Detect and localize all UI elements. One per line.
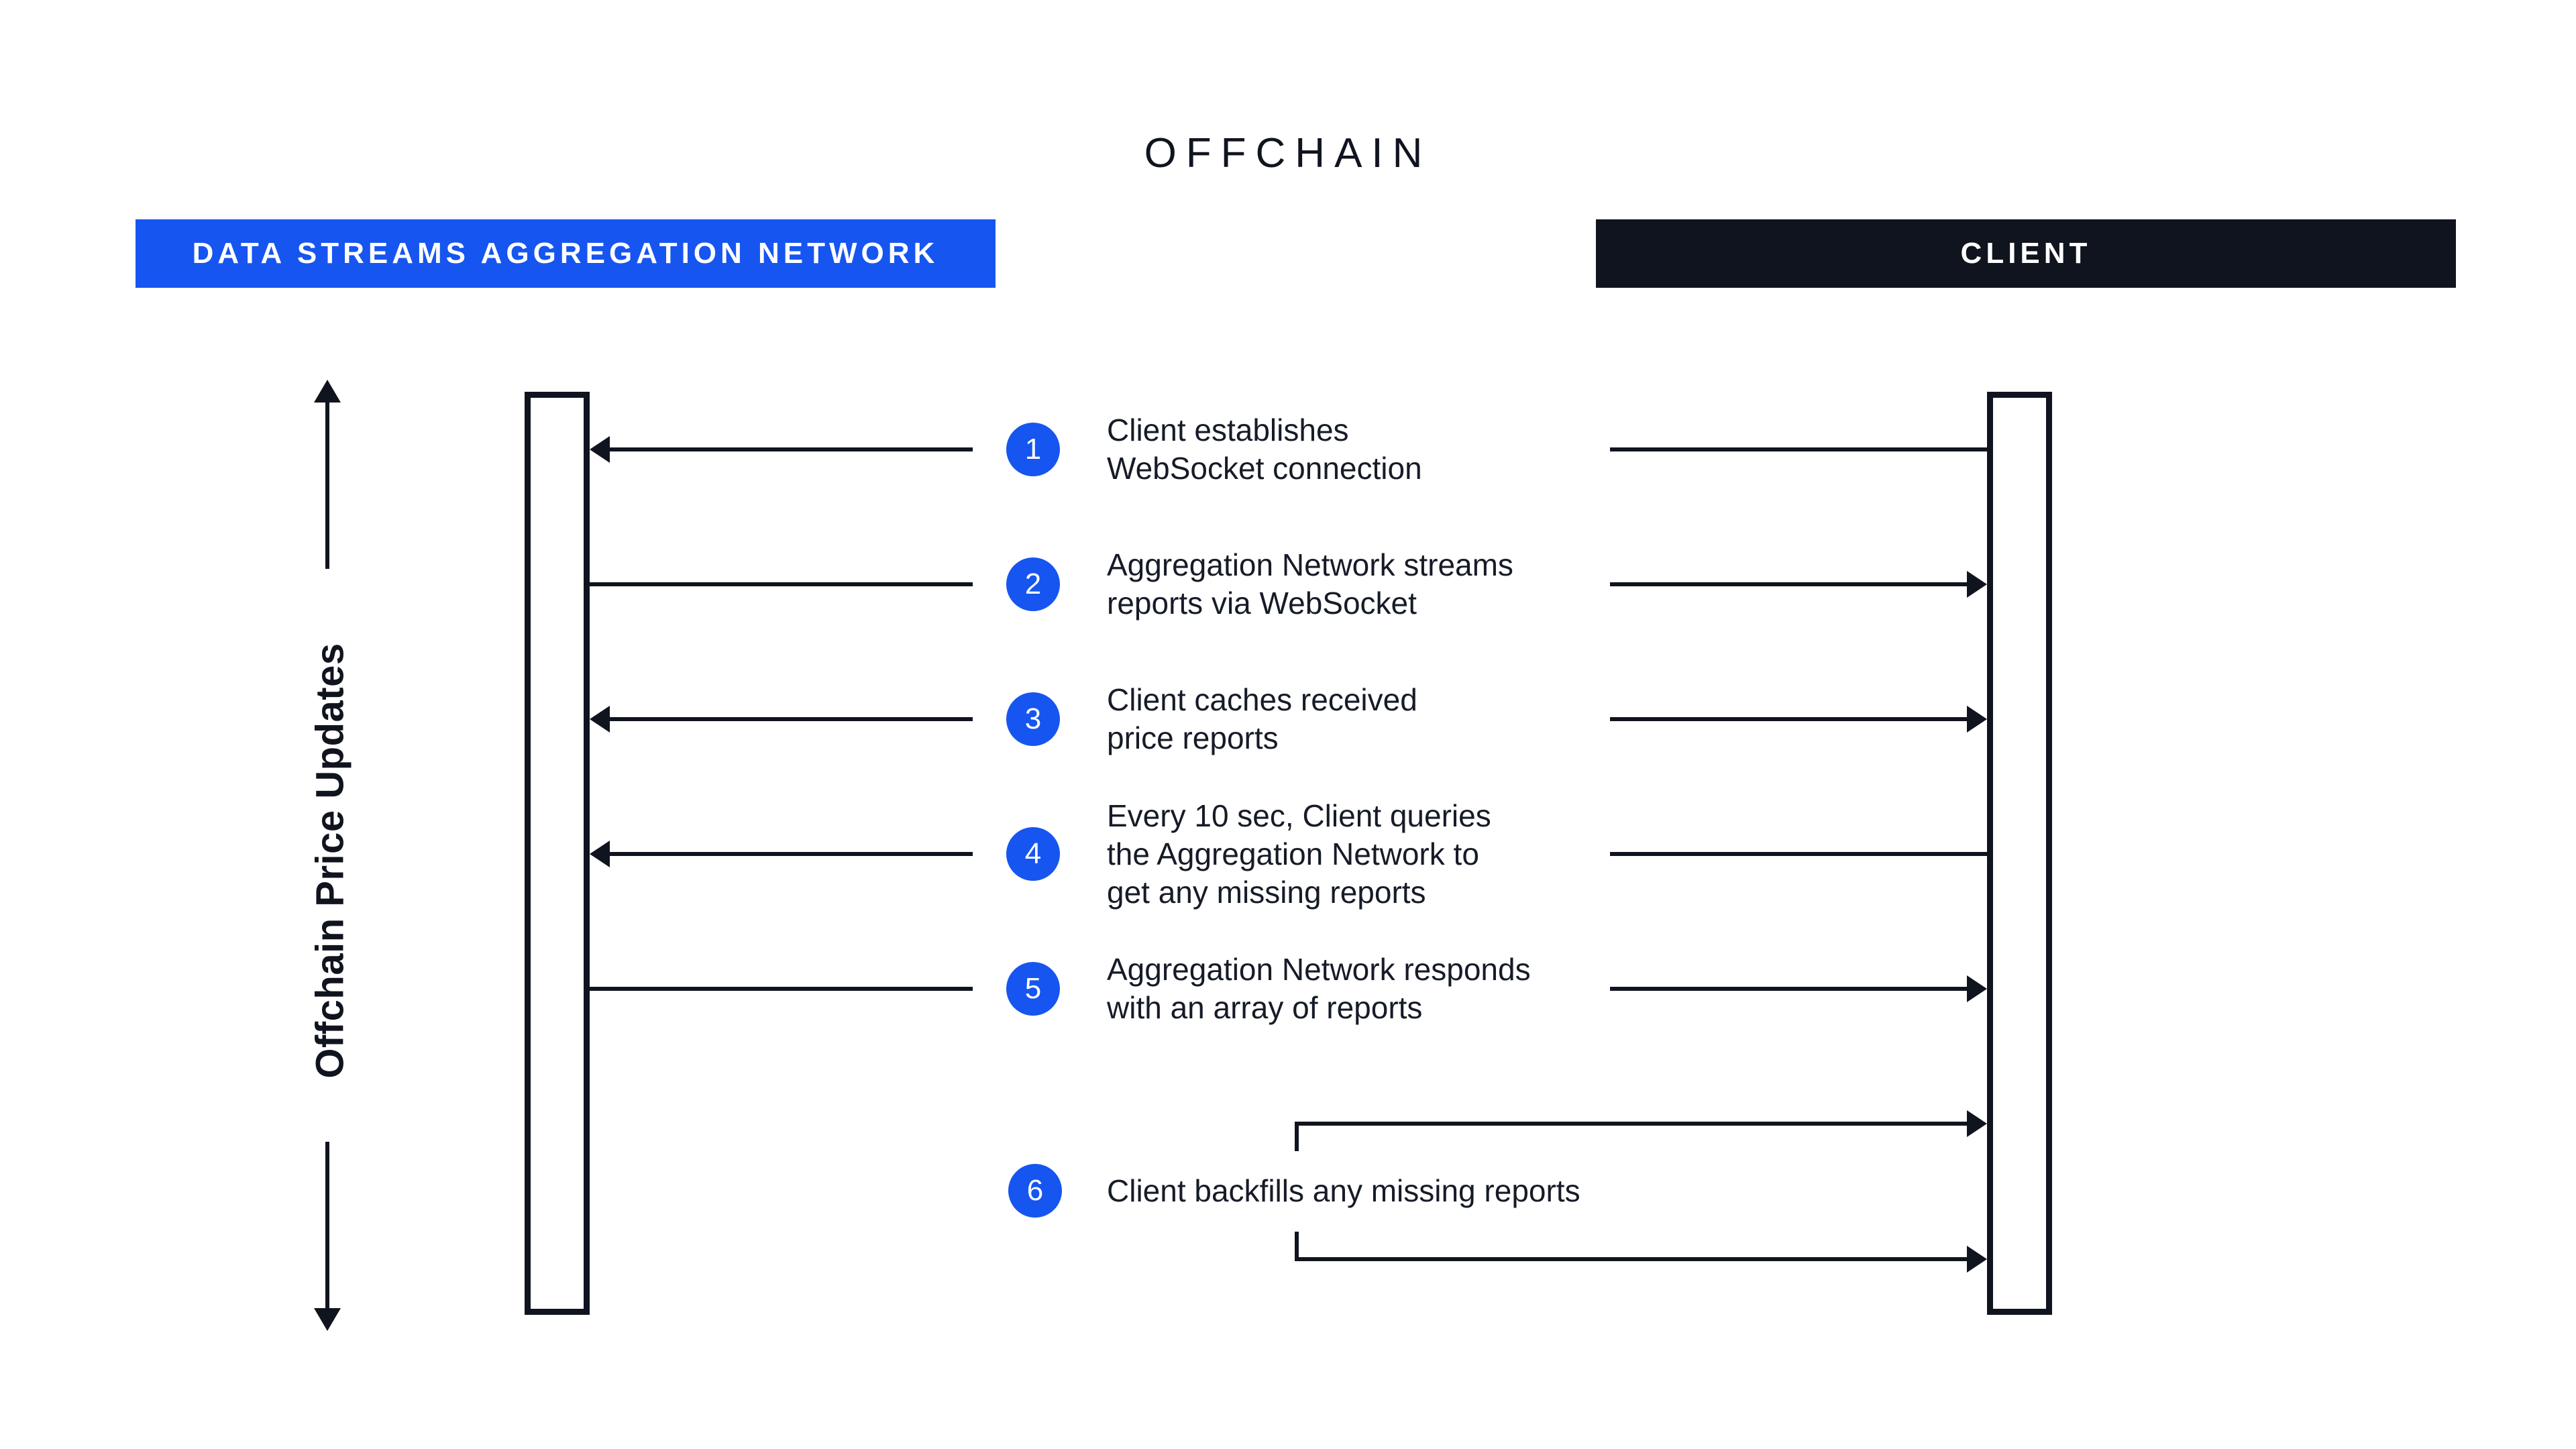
offchain-price-updates-label: Offchain Price Updates [308,643,352,1079]
step-2-badge: 2 [1006,557,1060,611]
arrowhead-right-icon [1967,1110,1987,1137]
step-6-number: 6 [1026,1174,1044,1207]
step-3-badge: 3 [1006,692,1060,746]
actor-header-aggregation-network: DATA STREAMS AGGREGATION NETWORK [136,219,996,288]
arrow-up-icon [314,380,341,402]
step-4-message-line-right [1610,852,1987,856]
step-6-bottom-message-line [1295,1257,1967,1261]
step-5-badge: 5 [1006,962,1060,1016]
step-1-message-line-left [608,447,973,451]
aggregation-network-lifeline [525,392,590,1315]
step-5-description: Aggregation Network responds with an arr… [1107,952,1531,1025]
step-5-message-line-right [1610,987,1967,991]
step-2-message-line-right [1610,582,1967,586]
step-3-message-line-right [1610,717,1967,721]
arrowhead-right-icon [1967,706,1987,733]
vertical-arrow-lower-line [325,1142,329,1309]
arrowhead-right-icon [1967,975,1987,1002]
arrowhead-left-icon [590,706,610,733]
step-4-badge: 4 [1006,827,1060,881]
step-2-message-line-left [590,582,973,586]
step-1-number: 1 [1024,433,1042,466]
step-6-description: Client backfills any missing reports [1107,1173,1580,1208]
actor-header-client: CLIENT [1596,219,2456,288]
page-title: OFFCHAIN [1144,130,1432,176]
actor-header-aggregation-network-label: DATA STREAMS AGGREGATION NETWORK [192,237,939,270]
step-5-message-line-left [590,987,973,991]
actor-header-client-label: CLIENT [1960,237,2092,270]
step-3-number: 3 [1024,702,1042,735]
step-6-top-elbow-stub [1295,1122,1299,1151]
step-6-top-message-line [1295,1122,1967,1126]
step-5-number: 5 [1024,972,1042,1005]
step-2-number: 2 [1024,568,1042,600]
step-3-description: Client caches received price reports [1107,682,1417,755]
arrow-down-icon [314,1308,341,1331]
arrowhead-right-icon [1967,571,1987,598]
step-1-description: Client establishes WebSocket connection [1107,413,1422,486]
arrowhead-right-icon [1967,1246,1987,1273]
step-2-description: Aggregation Network streams reports via … [1107,547,1513,621]
step-4-description: Every 10 sec, Client queries the Aggrega… [1107,798,1491,910]
client-lifeline [1987,392,2052,1315]
step-4-number: 4 [1024,837,1042,870]
arrowhead-left-icon [590,436,610,463]
step-6-bottom-elbow-stub [1295,1232,1299,1261]
step-6-badge: 6 [1008,1164,1062,1218]
arrowhead-left-icon [590,841,610,867]
step-4-message-line-left [608,852,973,856]
step-1-message-line-right [1610,447,1987,451]
step-1-badge: 1 [1006,423,1060,476]
vertical-arrow-upper-line [325,401,329,569]
step-3-message-line-left [608,717,973,721]
